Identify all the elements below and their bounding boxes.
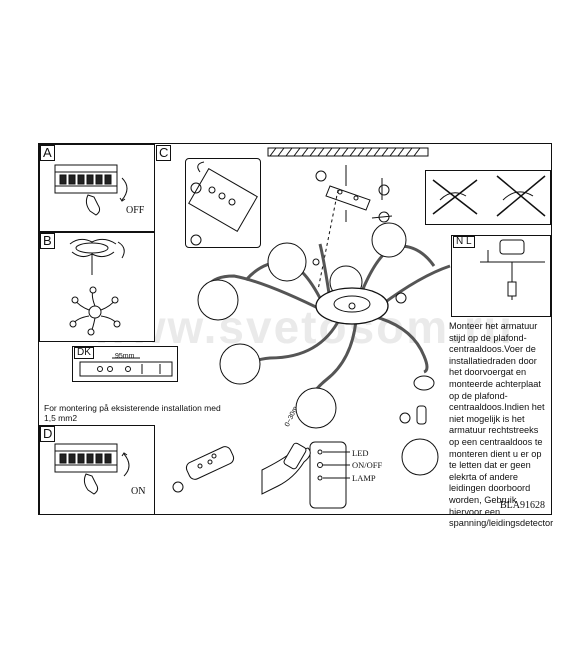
hand-with-remote <box>261 442 311 495</box>
mounting-bracket <box>315 165 393 223</box>
terminal-block-c <box>188 161 258 246</box>
off-label: OFF <box>126 205 145 216</box>
globe-twist <box>401 438 439 476</box>
breaker-box-d <box>54 443 130 495</box>
no-drill-warning <box>432 175 546 217</box>
step-8-marker <box>399 412 411 424</box>
step-7-marker <box>312 258 320 266</box>
globes <box>197 222 407 429</box>
nl-label: N L <box>453 236 475 248</box>
panel-d-letter: D <box>40 426 56 442</box>
model-code: BLA91628 <box>500 500 545 511</box>
panel-a-letter: A <box>40 145 55 161</box>
dk-dimension: 95mm <box>115 353 135 360</box>
mount-guide-line <box>317 189 339 291</box>
panel-b-letter: B <box>40 233 55 249</box>
instruction-sheet <box>38 143 552 515</box>
step-5-marker <box>190 234 202 246</box>
bulb-detail <box>399 375 439 476</box>
step-10-marker <box>172 481 184 493</box>
lamp-exploded-b <box>69 238 125 336</box>
ceiling-hatch <box>267 147 429 157</box>
dk-rail <box>79 357 173 377</box>
panel-c-letter: C <box>156 145 172 161</box>
watermark: www.svetosom.ru <box>92 301 514 353</box>
step-4-marker <box>378 211 390 223</box>
battery-remote <box>172 446 235 493</box>
step-1-marker <box>190 182 202 194</box>
nl-instructions: Monteer het armatuur stijd op de plafond… <box>449 321 554 529</box>
remote-onoff-label: ON/OFF <box>352 460 383 470</box>
dk-note: For montering på eksisterende installati… <box>44 403 221 423</box>
step-3-marker <box>378 184 390 196</box>
nl-bracket-drawing <box>480 239 545 300</box>
remote-lamp-label: LAMP <box>352 473 376 483</box>
remote-led-label: LED <box>352 448 369 458</box>
step-6-marker <box>395 292 407 304</box>
center-plate <box>315 287 407 325</box>
step-2-marker <box>315 170 327 182</box>
dk-label: DK <box>74 347 94 359</box>
panel-no-drilling-warning <box>425 170 551 225</box>
breaker-box-a <box>54 164 128 216</box>
on-label: ON <box>131 486 146 497</box>
remote-control-drawing <box>309 441 350 509</box>
